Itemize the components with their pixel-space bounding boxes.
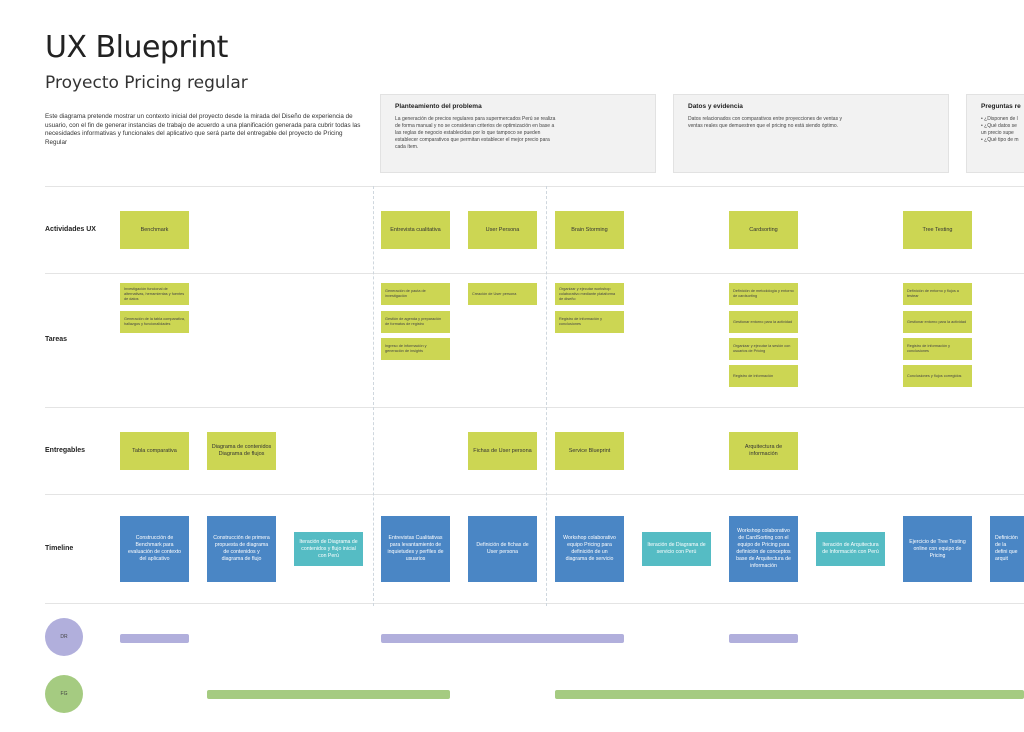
evidence-box: Datos y evidencia Datos relacionados con… xyxy=(673,94,949,173)
page-subtitle: Proyecto Pricing regular xyxy=(45,73,248,93)
task-note: Generación de pauta de investigación xyxy=(381,283,450,305)
deliverable-blueprint: Service Blueprint xyxy=(555,432,624,470)
phase-divider xyxy=(546,186,547,606)
deliverable-diagrama: Diagrama de contenidos Diagrama de flujo… xyxy=(207,432,276,470)
task-note: Gestión de agenda y preparación de forma… xyxy=(381,311,450,333)
activity-brainstorming: Brain Storming xyxy=(555,211,624,249)
row-divider xyxy=(45,407,1024,408)
timeline-card: Construcción de Benchmark para evaluació… xyxy=(120,516,189,582)
evidence-line: Datos relacionados con comparativos entr… xyxy=(688,116,842,122)
problem-box: Planteamiento del problema La generación… xyxy=(380,94,656,173)
questions-line: • ¿Disponen de l xyxy=(981,116,1018,122)
deliverable-tabla: Tabla comparativa xyxy=(120,432,189,470)
problem-line: las reglas de negocio establecidas por l… xyxy=(395,130,541,136)
task-note: Gestionar entorno para la actividad xyxy=(903,311,972,333)
questions-line: • ¿Qué datos se xyxy=(981,123,1017,129)
row-divider xyxy=(45,494,1024,495)
task-note: Definición de metodología y entorno de c… xyxy=(729,283,798,305)
task-note: Registro de información y conclusiones xyxy=(555,311,624,333)
timeline-card: Definición de la defini que arquit xyxy=(990,516,1024,582)
evidence-line: ventas reales que demuestren que el pric… xyxy=(688,123,839,129)
task-note: Registro de información y conclusiones xyxy=(903,338,972,360)
avatar-dr: DR xyxy=(45,618,83,656)
evidence-title: Datos y evidencia xyxy=(688,103,743,110)
problem-title: Planteamiento del problema xyxy=(395,103,482,110)
activity-tree-testing: Tree Testing xyxy=(903,211,972,249)
dr-allocation-bar xyxy=(729,634,798,643)
activity-entrevista: Entrevista cualitativa xyxy=(381,211,450,249)
timeline-card: Construcción de primera propuesta de dia… xyxy=(207,516,276,582)
problem-line: cada ítem. xyxy=(395,144,419,150)
problem-line: La generación de precios regulares para … xyxy=(395,116,556,122)
activity-benchmark: Benchmark xyxy=(120,211,189,249)
problem-line: de forma manual y no se consideran crite… xyxy=(395,123,555,129)
fg-allocation-bar xyxy=(555,690,1024,699)
task-note: Definición de entorno y flujos a testear xyxy=(903,283,972,305)
timeline-iteration-card: Iteración de Diagrama de servicio con Pe… xyxy=(642,532,711,566)
dr-allocation-bar xyxy=(120,634,189,643)
timeline-card: Workshop colaborativo de CardSorting con… xyxy=(729,516,798,582)
task-note: Investigación funcional de alternativas,… xyxy=(120,283,189,305)
row-divider xyxy=(45,603,1024,604)
task-note: Organizar y ejecutar workshop colaborati… xyxy=(555,283,624,305)
task-note: Ingreso de información y generación de i… xyxy=(381,338,450,360)
questions-box: Preguntas re • ¿Disponen de l • ¿Qué dat… xyxy=(966,94,1024,173)
page-title: UX Blueprint xyxy=(45,30,228,65)
questions-line: un precio supe xyxy=(981,130,1014,136)
row-divider xyxy=(45,273,1024,274)
task-note: Generación de la tabla comparativa, hall… xyxy=(120,311,189,333)
questions-line: • ¿Qué tipo de m xyxy=(981,137,1019,143)
timeline-iteration-card: Iteración de Arquitectura de Información… xyxy=(816,532,885,566)
task-note: Registro de información xyxy=(729,365,798,387)
timeline-card: Definición de fichas de User persona xyxy=(468,516,537,582)
timeline-card: Ejercicio de Tree Testing online con equ… xyxy=(903,516,972,582)
task-note: Organizar y ejecutar la sesión con usuar… xyxy=(729,338,798,360)
row-label-tareas: Tareas xyxy=(45,336,68,343)
row-label-timeline: Timeline xyxy=(45,545,74,552)
activity-cardsorting: Cardsorting xyxy=(729,211,798,249)
task-note: Gestionar entorno para la actividad xyxy=(729,311,798,333)
avatar-fg: FG xyxy=(45,675,83,713)
task-note: Conclusiones y flujos corregidos xyxy=(903,365,972,387)
phase-divider xyxy=(373,186,374,606)
fg-allocation-bar xyxy=(207,690,450,699)
timeline-card: Entrevistas Cualitativas para levantamie… xyxy=(381,516,450,582)
questions-title: Preguntas re xyxy=(981,103,1021,110)
activity-user-persona: User Persona xyxy=(468,211,537,249)
dr-allocation-bar xyxy=(381,634,624,643)
timeline-iteration-card: Iteración de Diagrama de contenidos y fl… xyxy=(294,532,363,566)
row-label-actividades: Actividades UX xyxy=(45,226,96,233)
deliverable-fichas: Fichas de User persona xyxy=(468,432,537,470)
timeline-card: Workshop colaborativo equipo Pricing par… xyxy=(555,516,624,582)
problem-line: establecer comparativos que permitan est… xyxy=(395,137,550,143)
row-divider xyxy=(45,186,1024,187)
intro-text: Este diagrama pretende mostrar un contex… xyxy=(45,113,361,146)
task-note: Creación de User persona xyxy=(468,283,537,305)
row-label-entregables: Entregables xyxy=(45,447,86,454)
deliverable-arquitectura: Arquitectura de información xyxy=(729,432,798,470)
